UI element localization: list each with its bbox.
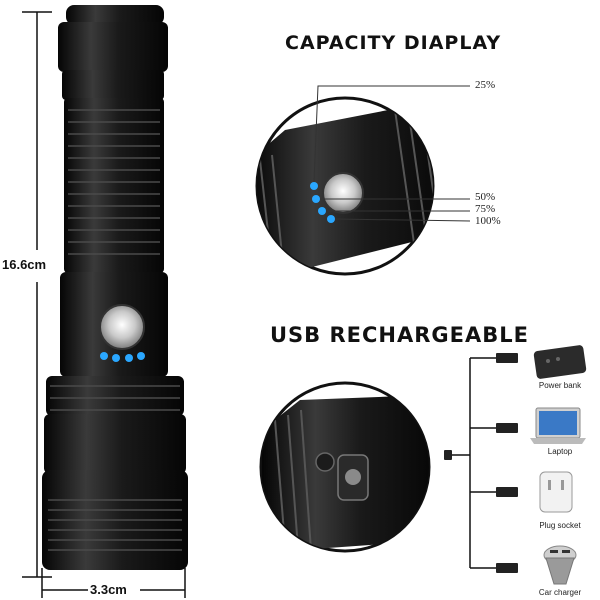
- flashlight: [42, 5, 188, 570]
- level-100-label: 100%: [475, 215, 501, 227]
- width-dimension: [41, 568, 186, 598]
- usb-inset: [259, 381, 431, 553]
- level-25-label: 25%: [475, 79, 496, 91]
- height-label: 16.6cm: [2, 257, 47, 272]
- power-button: [99, 304, 145, 350]
- capacity-indicator-dots: [100, 352, 145, 362]
- power-bank-icon: [533, 345, 587, 379]
- plug-socket-icon: [539, 471, 573, 513]
- device-label-laptop: Laptop: [547, 447, 573, 456]
- usb-cable: [450, 357, 496, 569]
- capacity-leader-lines: [313, 85, 471, 222]
- height-dimension: [22, 11, 52, 578]
- capacity-inset: [255, 96, 435, 276]
- capacity-title: CAPACITY DIAPLAY: [285, 32, 502, 54]
- width-label: 3.3cm: [90, 582, 127, 597]
- device-label-car-charger: Car charger: [538, 588, 582, 597]
- level-50-label: 50%: [475, 191, 496, 203]
- device-label-power-bank: Power bank: [538, 381, 582, 390]
- usb-title: USB RECHARGEABLE: [270, 323, 529, 347]
- car-charger-icon: [543, 545, 577, 585]
- laptop-icon: [530, 407, 586, 444]
- device-label-plug-socket: Plug socket: [539, 521, 581, 530]
- usb-plug-icons: [444, 353, 518, 573]
- grip-ridges: [48, 109, 182, 551]
- level-75-label: 75%: [475, 203, 496, 215]
